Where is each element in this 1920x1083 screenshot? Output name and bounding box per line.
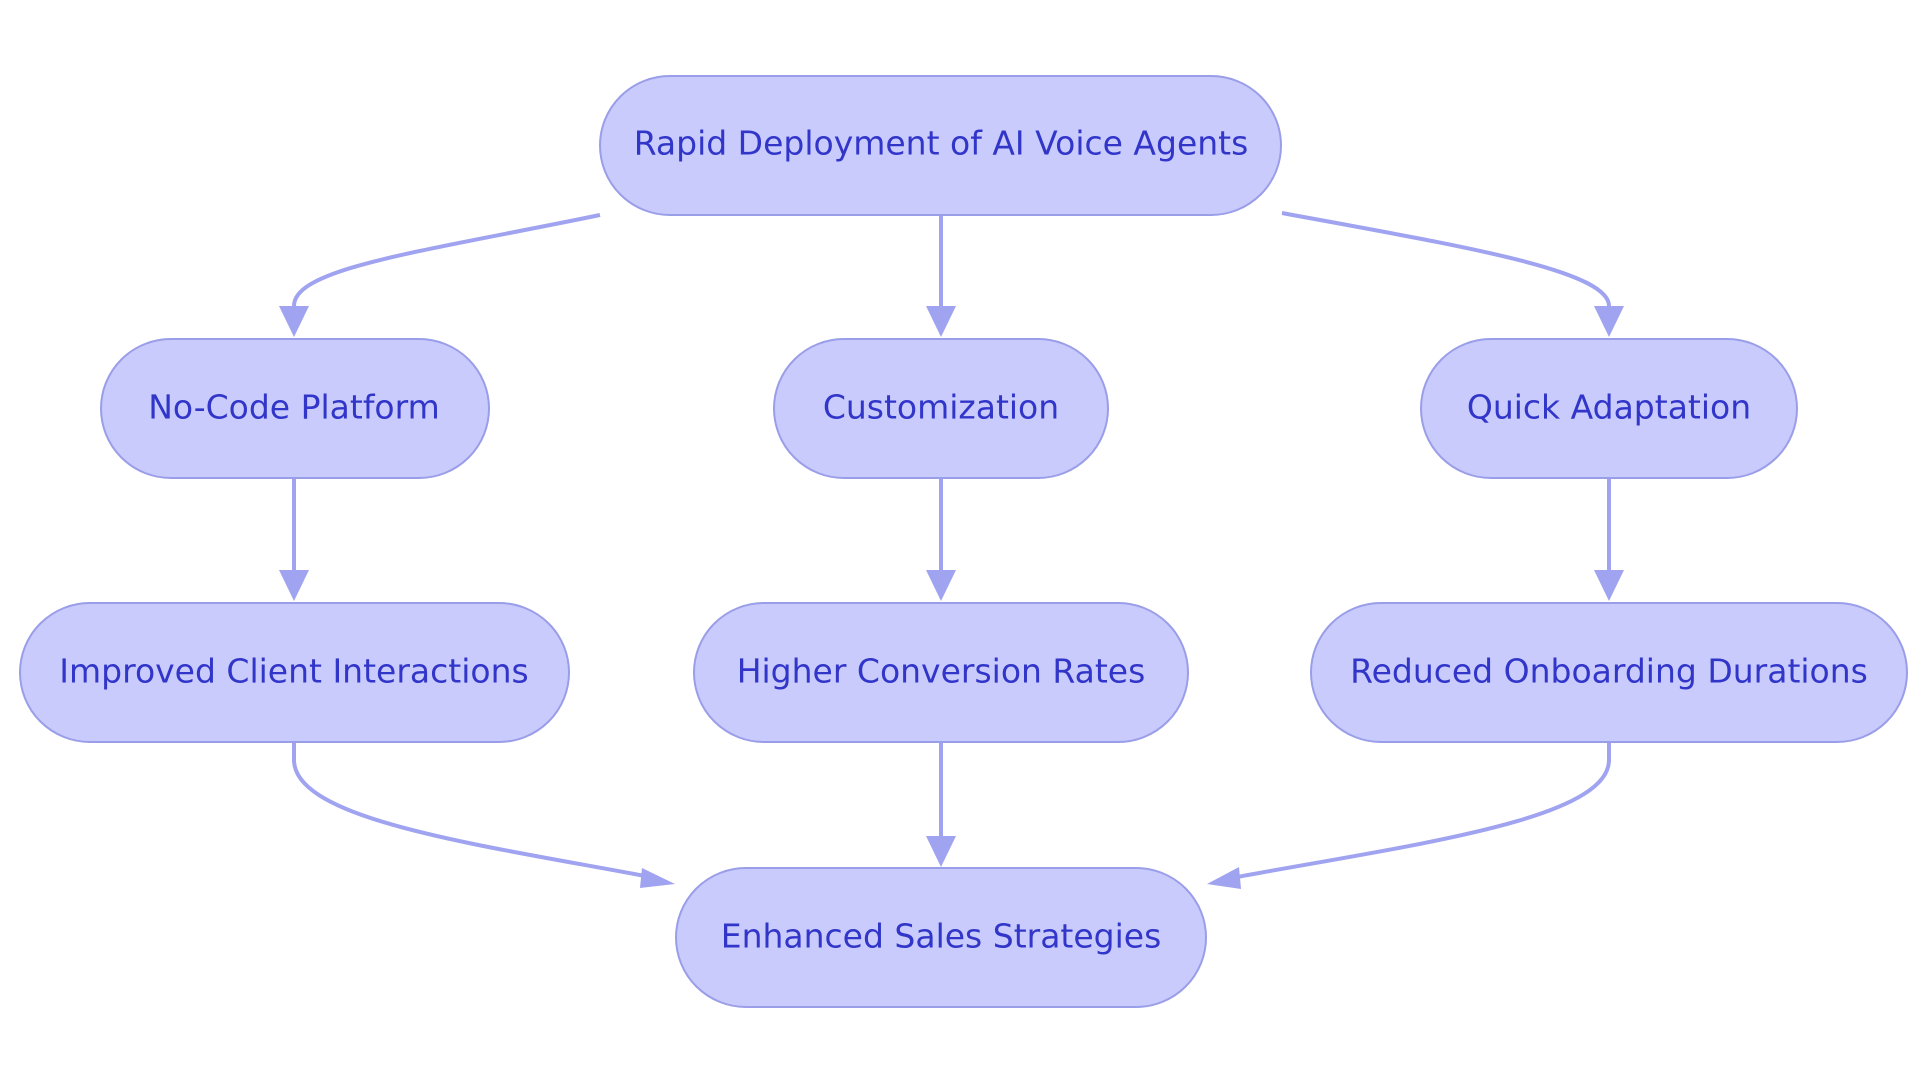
node-higher-conversion-rates[interactable]: Higher Conversion Rates [693, 602, 1189, 743]
edge-no-code-to-improved-client [279, 478, 309, 601]
node-no-code-platform[interactable]: No-Code Platform [100, 338, 490, 479]
node-no-code-platform-label: No-Code Platform [148, 388, 440, 427]
node-reduced-onboarding-durations-label: Reduced Onboarding Durations [1350, 652, 1868, 691]
edge-root-to-no-code [279, 213, 601, 337]
edge-customization-to-higher-conversion [926, 478, 956, 601]
edge-improved-client-to-enhanced-sales [292, 742, 675, 888]
node-enhanced-sales-strategies[interactable]: Enhanced Sales Strategies [675, 867, 1207, 1008]
edges [279, 211, 1624, 889]
node-root[interactable]: Rapid Deployment of AI Voice Agents [599, 75, 1282, 216]
node-quick-adaptation[interactable]: Quick Adaptation [1420, 338, 1798, 479]
node-customization-label: Customization [823, 388, 1059, 427]
edge-reduced-onboarding-to-enhanced-sales [1207, 742, 1611, 889]
edge-root-to-quick-adaptation [1281, 211, 1624, 337]
edge-root-to-customization [926, 215, 956, 337]
node-customization[interactable]: Customization [773, 338, 1109, 479]
node-higher-conversion-rates-label: Higher Conversion Rates [737, 652, 1146, 691]
node-improved-client-interactions[interactable]: Improved Client Interactions [19, 602, 570, 743]
node-quick-adaptation-label: Quick Adaptation [1467, 388, 1751, 427]
edge-higher-conversion-to-enhanced-sales [926, 742, 956, 867]
node-reduced-onboarding-durations[interactable]: Reduced Onboarding Durations [1310, 602, 1908, 743]
node-improved-client-interactions-label: Improved Client Interactions [59, 652, 528, 691]
nodes: Rapid Deployment of AI Voice Agents No-C… [19, 75, 1908, 1008]
node-enhanced-sales-strategies-label: Enhanced Sales Strategies [721, 917, 1162, 956]
node-root-label: Rapid Deployment of AI Voice Agents [634, 124, 1249, 163]
edge-quick-adaptation-to-reduced-onboarding [1594, 478, 1624, 601]
